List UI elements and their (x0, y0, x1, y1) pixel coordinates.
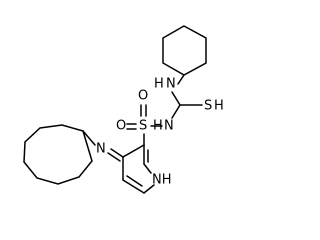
atom-o-sulfonyl-left: O (116, 119, 126, 134)
atom-h-amine: H (154, 77, 164, 92)
chemical-structure-diagram: N H S H N H S O O NH N (23, 25, 224, 194)
atom-nh-pyridine: NH (152, 173, 172, 188)
cyclooctyl-ring (23, 124, 93, 185)
bond-imine-cyclooctyl (82, 130, 96, 146)
atom-h-thiol: H (214, 99, 224, 114)
pyridine-ring (122, 144, 155, 194)
bond-n-thiocarbonyl (171, 91, 181, 106)
atom-n-sulfonamide: N (164, 119, 174, 134)
bond-c-sulfonamide-n (171, 104, 181, 119)
atom-n-imine: N (96, 142, 106, 157)
cyclohexyl-ring (162, 25, 207, 76)
bond-cyclohexyl-n (177, 74, 185, 85)
bond-c4-imine-b (107, 152, 121, 162)
bond-c4-imine-a (110, 148, 124, 158)
atom-o-sulfonyl-upper: O (138, 89, 148, 104)
atom-s-sulfonyl: S (139, 119, 147, 134)
atom-s-thione: S (204, 99, 212, 114)
atom-n-amine: N (166, 77, 176, 92)
